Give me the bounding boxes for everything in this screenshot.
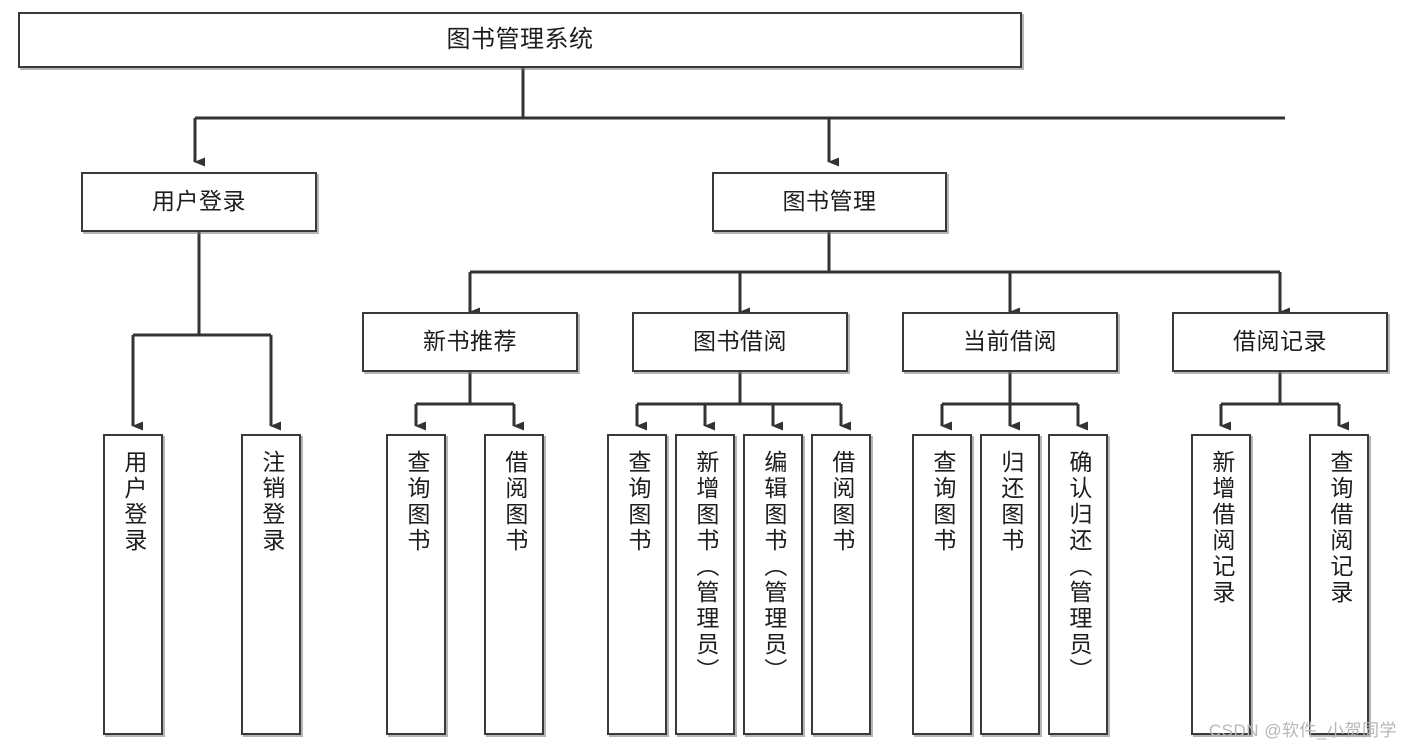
node-label: 图书管理系统 xyxy=(446,25,594,53)
node-label: 新增借阅记录 xyxy=(1208,450,1235,606)
watermark-text: CSDN @软件_小贺同学 xyxy=(1208,721,1397,740)
node-label: 用户登录 xyxy=(152,188,246,215)
node-leaf-edit-book-admin[interactable]: 编辑图书（管理员） xyxy=(743,434,803,735)
node-label: 注销登录 xyxy=(258,450,285,554)
node-leaf-confirm-return-admin[interactable]: 确认归还（管理员） xyxy=(1048,434,1108,735)
node-label: 用户登录 xyxy=(120,450,147,554)
node-label: 确认归还（管理员） xyxy=(1065,450,1092,684)
node-label: 查询图书 xyxy=(403,450,430,554)
node-leaf-query-book-borrow[interactable]: 查询图书 xyxy=(607,434,667,735)
node-label: 图书管理 xyxy=(782,188,877,215)
node-user-login[interactable]: 用户登录 xyxy=(81,172,317,232)
node-label: 图书借阅 xyxy=(693,328,787,355)
node-leaf-add-borrow-record[interactable]: 新增借阅记录 xyxy=(1191,434,1251,735)
node-leaf-borrow-book-newbook[interactable]: 借阅图书 xyxy=(484,434,544,735)
node-label: 新增图书（管理员） xyxy=(692,450,719,684)
node-leaf-query-book-newbook[interactable]: 查询图书 xyxy=(386,434,446,735)
node-label: 新书推荐 xyxy=(423,328,517,355)
node-leaf-user-login[interactable]: 用户登录 xyxy=(103,434,163,735)
node-book-borrow[interactable]: 图书借阅 xyxy=(632,312,848,372)
node-leaf-logout[interactable]: 注销登录 xyxy=(241,434,301,735)
node-label: 借阅记录 xyxy=(1233,328,1327,355)
node-book-management[interactable]: 图书管理 xyxy=(712,172,947,232)
node-label: 编辑图书（管理员） xyxy=(760,450,787,684)
node-new-book-recommend[interactable]: 新书推荐 xyxy=(362,312,578,372)
node-root-book-management-system[interactable]: 图书管理系统 xyxy=(18,12,1022,68)
node-label: 当前借阅 xyxy=(963,328,1057,355)
node-label: 查询图书 xyxy=(624,450,651,554)
node-leaf-query-book-current[interactable]: 查询图书 xyxy=(912,434,972,735)
node-label: 归还图书 xyxy=(997,450,1024,554)
node-leaf-return-book[interactable]: 归还图书 xyxy=(980,434,1040,735)
node-label: 借阅图书 xyxy=(828,450,855,554)
node-borrow-record[interactable]: 借阅记录 xyxy=(1172,312,1388,372)
node-leaf-borrow-book[interactable]: 借阅图书 xyxy=(811,434,871,735)
node-current-borrow[interactable]: 当前借阅 xyxy=(902,312,1118,372)
node-leaf-add-book-admin[interactable]: 新增图书（管理员） xyxy=(675,434,735,735)
node-label: 查询借阅记录 xyxy=(1326,450,1353,606)
node-label: 查询图书 xyxy=(929,450,956,554)
node-leaf-query-borrow-record[interactable]: 查询借阅记录 xyxy=(1309,434,1369,735)
node-label: 借阅图书 xyxy=(501,450,528,554)
